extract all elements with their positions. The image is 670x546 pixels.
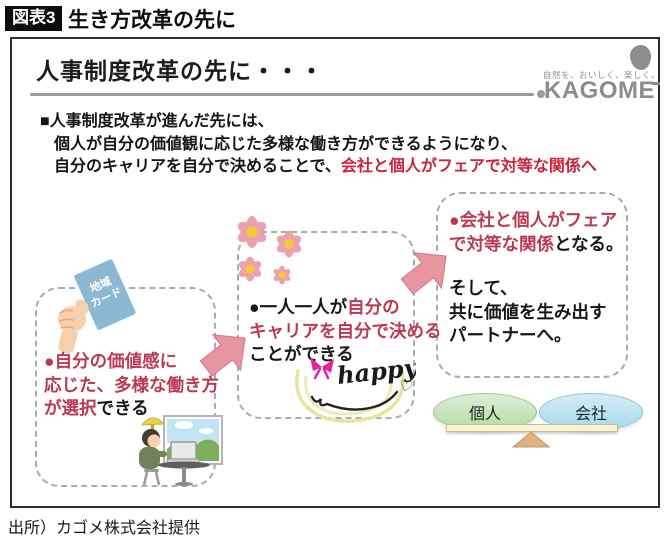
bow-icon — [310, 357, 334, 380]
person-icon — [139, 429, 167, 469]
source-credit: 出所）カゴメ株式会社提供 — [8, 520, 201, 537]
stage3-text: ●会社と個人がフェア で対等な関係となる。 — [449, 209, 623, 256]
stage-box-3 — [436, 192, 628, 378]
lead-line-3-black: 自分のキャリアを自分で決めることで、 — [54, 158, 341, 175]
stage3-line2-red: で対等な関係 — [449, 233, 554, 254]
stage1-text: ●自分の価値感に 応じた、多様な働き方 が選択できる — [44, 350, 219, 421]
stage3-paragraph2: そして、 共に価値を生み出す パートナーへ。 — [449, 277, 607, 348]
hand-icon — [58, 299, 89, 354]
stage3-p2-line2: 共に価値を生み出す — [449, 301, 607, 322]
heart-icon: ♡ — [397, 377, 415, 397]
title-underline-dot — [537, 90, 545, 98]
slide-title: 人事制度改革の先に・・・ — [36, 58, 324, 84]
flow-arrow-icon — [199, 334, 246, 377]
title-underline — [30, 93, 534, 96]
lead-line-3-red: 会社と個人がフェアで対等な関係へ — [340, 158, 597, 175]
stage3-p2-line3: パートナーへ。 — [449, 325, 572, 345]
stage2-text: ●一人一人が自分の キャリアを自分で決める ことができる — [249, 296, 442, 367]
balance-beam — [446, 424, 618, 432]
stage1-line3-black: できる — [96, 398, 149, 418]
stage3-line1: ●会社と個人がフェア — [449, 210, 618, 230]
stage1-line3-red: が選択 — [44, 398, 97, 418]
balance-label-individual: 個人 — [468, 406, 501, 423]
balance-label-company: 会社 — [574, 406, 607, 423]
lead-line-1: ■人事制度改革が進んだ先には、 — [40, 113, 274, 130]
stage-box-1 — [35, 287, 216, 487]
balance-fulcrum — [512, 431, 550, 448]
stage3-p2-line1: そして、 — [449, 278, 518, 298]
stage3-line2: で対等な関係となる。 — [449, 233, 623, 257]
stage2-line3: ことができる — [249, 344, 354, 364]
stage1-line1: ●自分の価値感に — [44, 351, 178, 371]
stage2-line1-red: 自分の — [347, 297, 400, 317]
table-icon — [142, 461, 210, 486]
kagome-drop-icon — [630, 45, 651, 70]
lead-line-2: 個人が自分の価値観に応じた多様な働き方ができるようになり、 — [54, 135, 518, 153]
kagome-trademark-icon — [652, 82, 660, 85]
flower-icon — [237, 216, 302, 285]
happy-doodle-illustration: happy ♡ — [295, 352, 416, 423]
lead-line-3: 自分のキャリアを自分で決めることで、会社と個人がフェアで対等な関係へ — [40, 156, 597, 179]
laptop-icon — [166, 441, 200, 463]
stage3-line2-black: となる。 — [554, 233, 624, 254]
kagome-tagline: 自然を、おいしく、楽しく。 — [543, 70, 661, 80]
figure-title: 生き方改革の先に — [68, 9, 236, 32]
stage2-line1-black: ●一人一人が — [249, 297, 348, 317]
stage2-line2: キャリアを自分で決める — [249, 320, 442, 341]
figure-tag: 図表3 — [5, 6, 63, 31]
flowers-illustration — [237, 216, 302, 285]
stage1-line2: 応じた、多様な働き方 — [44, 374, 219, 395]
desk-work-illustration — [139, 415, 223, 486]
hand-card-illustration: 地域 カード — [58, 259, 136, 354]
lead-paragraph: ■人事制度改革が進んだ先には、 個人が自分の価値観に応じた多様な働き方ができるよ… — [40, 111, 597, 179]
lamp-icon — [140, 417, 166, 430]
flow-arrow-icon — [400, 252, 447, 295]
stage2-line1: ●一人一人が自分の — [249, 296, 442, 320]
stage1-line3: が選択できる — [44, 397, 219, 421]
kagome-wordmark: KAGOME — [544, 76, 655, 105]
